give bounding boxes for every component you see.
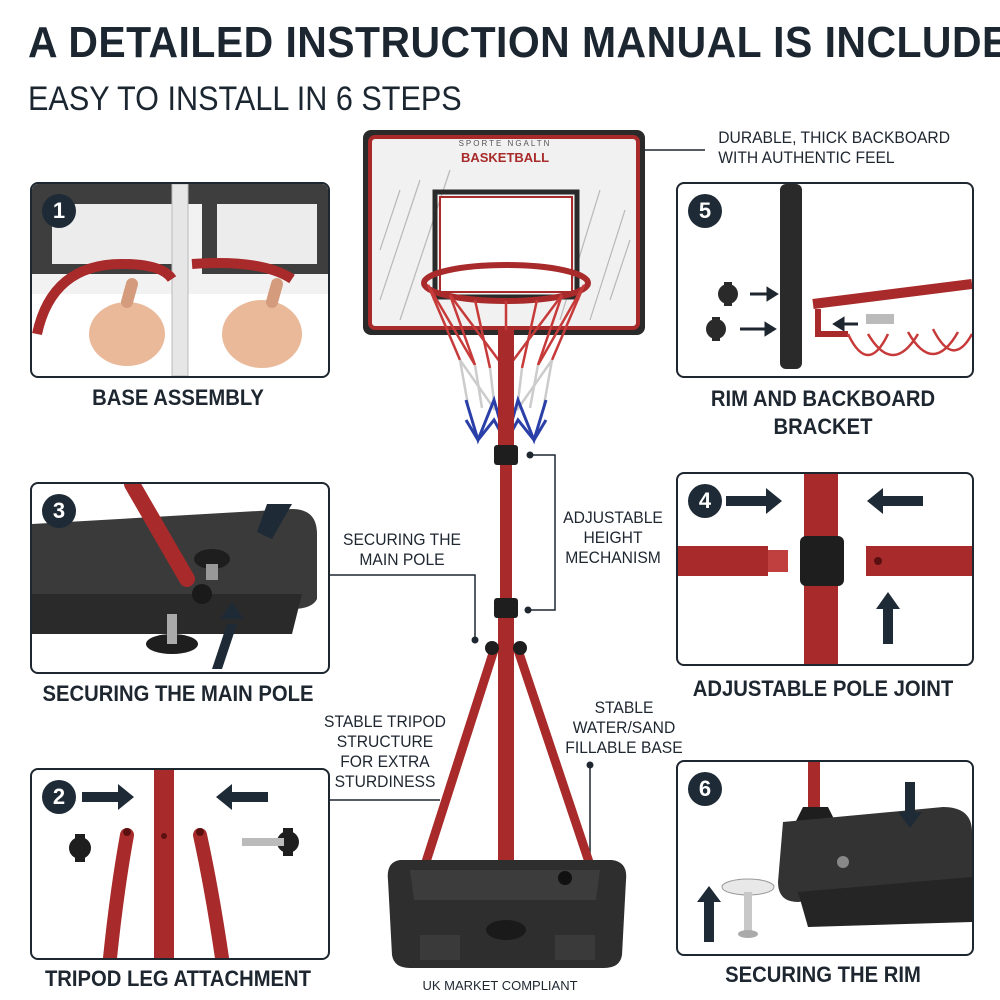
step-number-badge: 3: [42, 494, 76, 528]
rim-clip-illustration: [32, 184, 328, 376]
step-number-badge: 2: [42, 780, 76, 814]
step-4-caption: ADJUSTABLE POLE JOINT: [692, 676, 954, 701]
step-5-caption-text: RIM AND BACKBOARD BRACKET: [710, 386, 936, 439]
step-number-badge: 4: [688, 484, 722, 518]
step-1-panel: 1: [30, 182, 330, 378]
backboard-label: BASKETBALL: [460, 150, 550, 165]
step-number-badge: 5: [688, 194, 722, 228]
callout-height-mechanism: ADJUSTABLE HEIGHT MECHANISM: [563, 508, 663, 567]
step-5-panel: 5: [676, 182, 974, 378]
callout-base: STABLE WATER/SAND FILLABLE BASE: [565, 698, 683, 757]
step-1-caption: BASE ASSEMBLY: [92, 385, 264, 410]
step-number-badge: 1: [42, 194, 76, 228]
tripod-leg-illustration: [69, 770, 299, 958]
callout-main-pole: SECURING THE MAIN POLE: [343, 530, 461, 569]
bracket-illustration: [706, 184, 972, 369]
step-4-panel: 4: [676, 472, 974, 666]
compliance-footer: UK MARKET COMPLIANT: [422, 978, 578, 993]
page-subtitle: EASY TO INSTALL IN 6 STEPS: [28, 80, 462, 118]
pole-bolt-illustration: [32, 484, 317, 669]
base-bolt-illustration: [697, 762, 972, 942]
page-title: A DETAILED INSTRUCTION MANUAL IS INCLUDE…: [28, 18, 1000, 67]
step-6-caption: SECURING THE RIM: [725, 962, 921, 987]
step-2-caption: TRIPOD LEG ATTACHMENT: [44, 966, 312, 991]
step-5-caption: RIM AND BACKBOARD BRACKET: [688, 385, 958, 441]
step-6-panel: 6: [676, 760, 974, 956]
step-2-panel: 2: [30, 768, 330, 960]
step-3-caption: SECURING THE MAIN POLE: [42, 681, 314, 706]
step-3-panel: 3: [30, 482, 330, 674]
callout-backboard: DURABLE, THICK BACKBOARD WITH AUTHENTIC …: [718, 128, 951, 167]
callout-tripod: STABLE TRIPOD STRUCTURE FOR EXTRA STURDI…: [324, 712, 446, 791]
step-number-badge: 6: [688, 772, 722, 806]
backboard-brand: SPORTE NGALTN: [458, 139, 552, 148]
pole-joint-illustration: [678, 474, 972, 664]
